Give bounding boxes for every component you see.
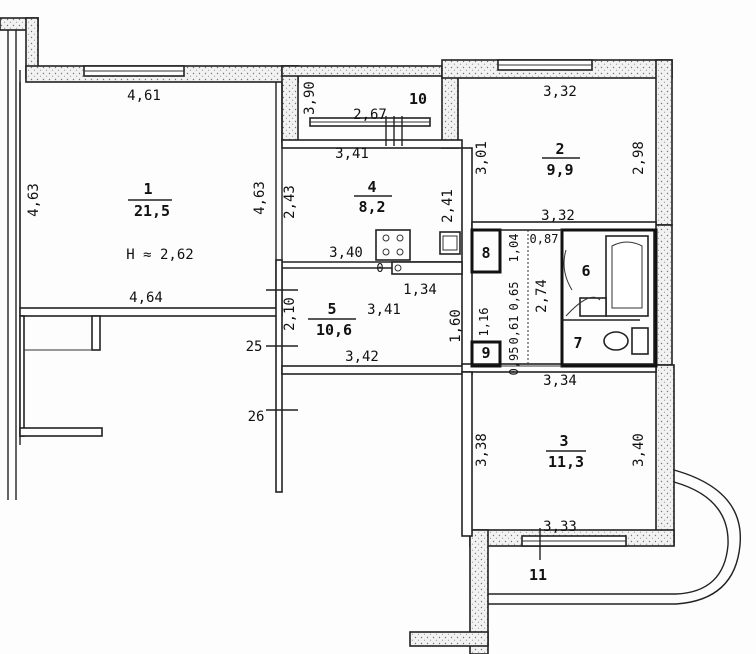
bathtub-icon [605,235,649,317]
dim-hall-bottom: 3,42 [345,349,379,365]
dim-corridor-len: 2,74 [534,279,550,313]
dim-hall-c: 1,60 [448,309,464,343]
windows [83,59,627,560]
room-1-height: H ≈ 2,62 [126,247,193,263]
dim-hall-b: 3,41 [367,302,401,318]
room-2-number: 2 [555,140,564,158]
dim-r3-left: 3,38 [474,433,490,467]
dim-r4-right: 2,41 [440,189,456,223]
dim-small-c: 1,16 [477,308,491,337]
interior-walls [7,30,658,537]
dim-small-d: 0,95 [507,347,521,376]
dim-small-a: 0,65 [507,282,521,311]
room-6-number: 6 [581,262,590,280]
dim-r1-bottom: 4,64 [129,290,163,306]
marker-26: 26 [248,409,265,425]
dimension-labels: 4,61 4,63 4,63 4,64 3,90 2,67 3,41 2,43 … [26,81,647,535]
room-1-area: 21,5 [134,202,170,220]
dim-r3-bottom: 3,33 [543,519,577,535]
washbasin-icon [579,297,607,317]
dim-r4-bottom: 3,40 [329,245,363,261]
kitchen-sink-icon [439,231,461,255]
dim-hall-d: 2,10 [282,297,298,331]
room-5-area: 10,6 [316,321,352,339]
section-markers: 25 26 [246,289,298,425]
room-1-number: 1 [143,180,152,198]
dim-r4-left: 2,43 [282,185,298,219]
room-3-number: 3 [559,432,568,450]
toilet-icon [603,327,649,355]
room-8-number: 8 [481,244,490,262]
dim-r4-top: 3,41 [335,146,369,162]
room-5-number: 5 [327,300,336,318]
dim-r10-side: 3,90 [302,81,318,115]
dim-r2-top: 3,32 [543,84,577,100]
dim-r2-bottom: 3,32 [541,208,575,224]
dim-r1-left: 4,63 [26,183,42,217]
dim-r3-right: 3,40 [631,433,647,467]
dim-small-zero: 0 [376,261,383,275]
dim-r10-window: 2,67 [353,107,387,123]
dim-small-b: 0,61 [507,316,521,345]
room-11-number: 11 [529,566,547,584]
dim-r3-top: 3,34 [543,373,577,389]
dim-bath-top: 0,87 [530,232,559,246]
room-2-area: 9,9 [546,161,573,179]
stove-icon [375,229,411,261]
room-labels: 1 21,5 H ≈ 2,62 2 9,9 3 11,3 4 8,2 5 10,… [126,90,590,584]
exterior-walls [0,17,741,654]
room-3-area: 11,3 [548,453,584,471]
dim-r1-top: 4,61 [127,88,161,104]
dim-r1-right: 4,63 [252,181,268,215]
room-4-number: 4 [367,178,376,196]
room-7-number: 7 [573,334,582,352]
dim-r2-right: 2,98 [631,141,647,175]
fixtures [375,229,649,355]
room-9-number: 9 [481,344,490,362]
marker-25: 25 [246,339,263,355]
room-10-number: 10 [409,90,427,108]
dim-hall-a: 1,34 [403,282,437,298]
dim-bath-side: 1,04 [507,234,521,263]
dim-r2-left: 3,01 [474,141,490,175]
room-4-area: 8,2 [358,198,385,216]
